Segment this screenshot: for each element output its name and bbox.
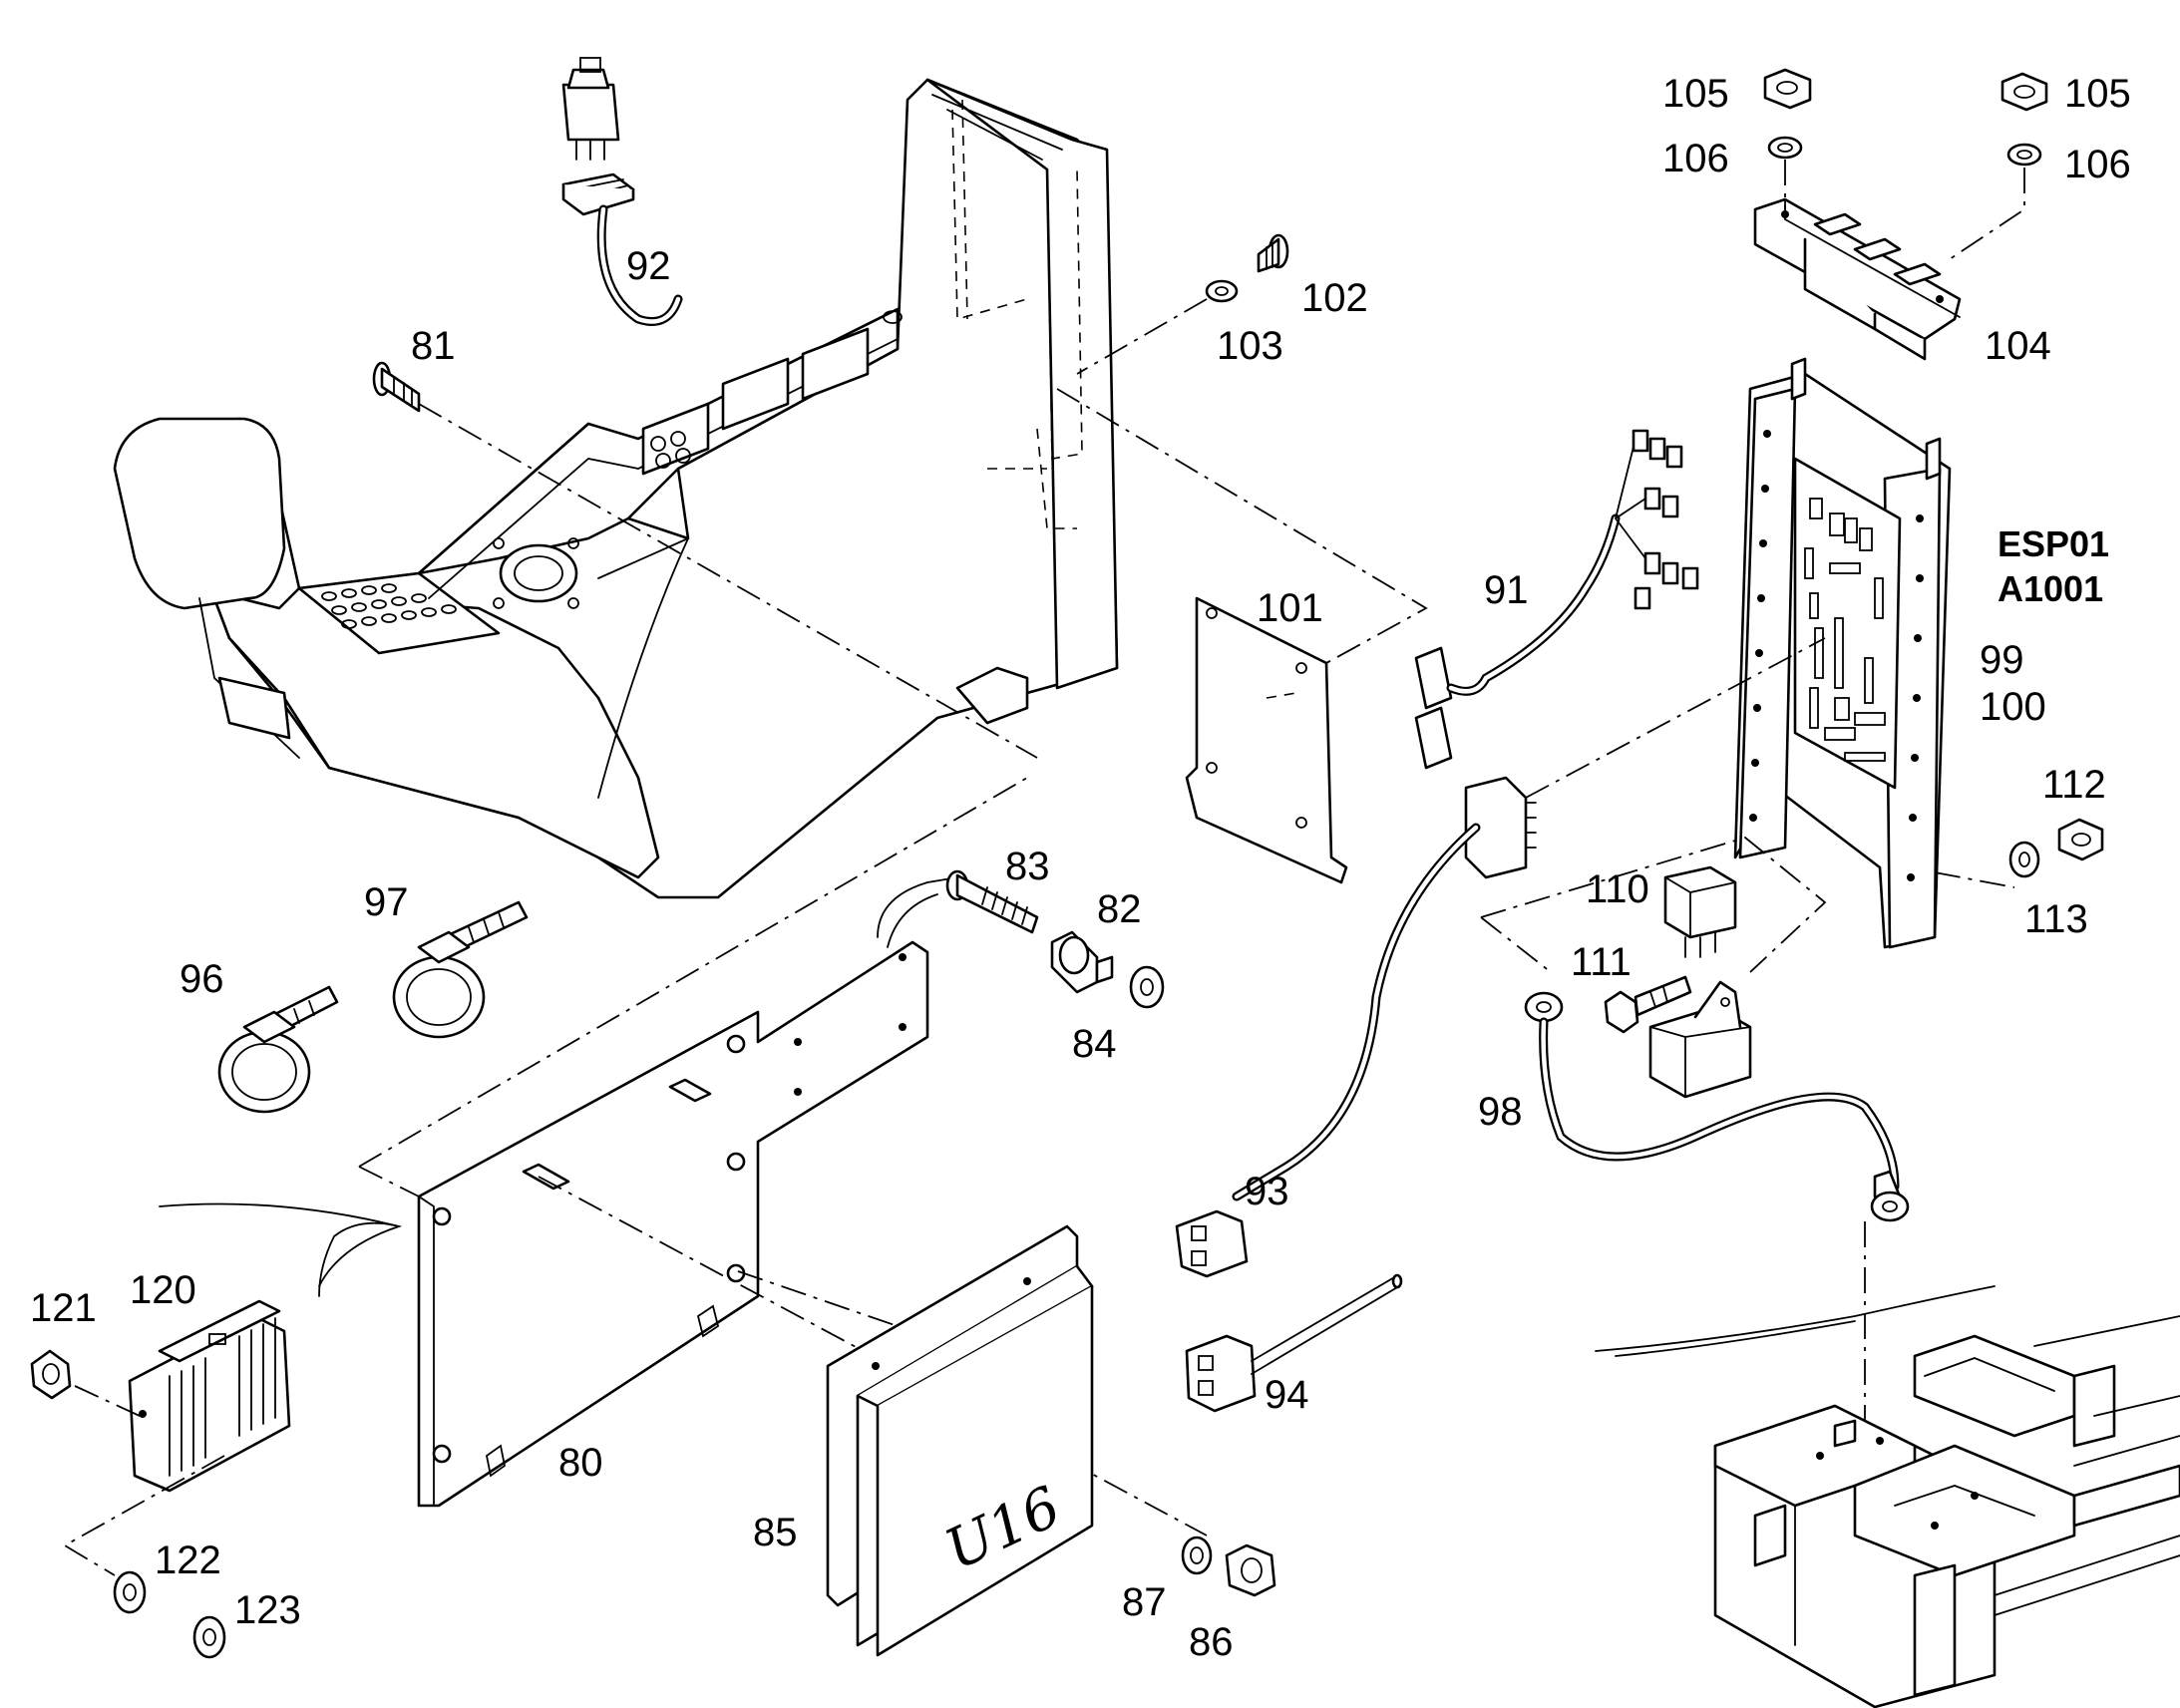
- callout-98: 98: [1478, 1090, 1523, 1134]
- callout-106-right: 106: [2064, 143, 2131, 186]
- axis-110b: [1480, 837, 1827, 973]
- axis-81: [418, 403, 1038, 759]
- washer-84: [1129, 965, 1165, 1009]
- bracket-101: [1185, 596, 1348, 884]
- bolt-111: [1604, 975, 1692, 1034]
- nut-105-left: [1763, 68, 1812, 110]
- washer-123: [192, 1615, 226, 1659]
- callout-110: 110: [1586, 867, 1649, 911]
- callout-87: 87: [1122, 1580, 1167, 1624]
- axis-85b: [737, 1270, 899, 1327]
- callout-99: 99: [1980, 638, 2024, 682]
- axis-113: [1934, 871, 2015, 888]
- callout-106-left: 106: [1662, 137, 1729, 180]
- callout-103: 103: [1217, 324, 1283, 368]
- relay-holder: [1648, 980, 1752, 1099]
- callout-83: 83: [1005, 845, 1050, 888]
- wire-trace: [159, 1202, 403, 1287]
- callout-101: 101: [1257, 586, 1323, 630]
- callout-86: 86: [1189, 1620, 1234, 1664]
- cable-tie-96: [217, 985, 339, 1114]
- unit-designation-line2: A1001: [1998, 568, 2103, 609]
- relay-110: [1663, 865, 1737, 958]
- washer-106-right: [2006, 143, 2042, 167]
- ground-cable-98: [1524, 991, 1910, 1222]
- callout-93: 93: [1245, 1170, 1289, 1213]
- callout-100: 100: [1980, 685, 2046, 729]
- washer-122: [113, 1570, 147, 1614]
- callout-85: 85: [753, 1511, 798, 1554]
- cable-tie-97: [392, 900, 529, 1039]
- cable-sleeve: [877, 876, 958, 948]
- axis-80b: [358, 1166, 420, 1197]
- bolt-83: [945, 869, 1039, 934]
- axis-80: [358, 777, 1028, 1168]
- callout-113: 113: [2024, 897, 2088, 941]
- callout-120: 120: [130, 1268, 196, 1312]
- cable-plug-93: [1175, 776, 1537, 1278]
- axis-101: [1056, 388, 1428, 664]
- cabinet-side-holes: [1749, 430, 1924, 881]
- electronic-unit-120: [128, 1299, 291, 1493]
- axis-110: [1480, 916, 1552, 973]
- callout-94: 94: [1265, 1373, 1309, 1417]
- screw-102: [1257, 233, 1289, 273]
- washer-87: [1181, 1536, 1213, 1575]
- relay-socket-assembly-92: [561, 57, 683, 326]
- washer-106-left: [1767, 136, 1803, 160]
- nut-105-right: [2000, 72, 2048, 112]
- axis-104-right: [1949, 168, 2025, 260]
- callout-111: 111: [1571, 940, 1632, 984]
- wire-harness-91: [1414, 429, 1699, 770]
- callout-84: 84: [1072, 1022, 1117, 1066]
- callout-112: 112: [2042, 763, 2106, 807]
- wire-trace-2: [318, 1221, 400, 1297]
- nut-86: [1225, 1543, 1276, 1597]
- callout-92: 92: [626, 244, 671, 288]
- nut-112: [2057, 818, 2104, 861]
- axis-harness-93: [1525, 637, 1826, 799]
- axis-122: [63, 1455, 225, 1576]
- machine-frame: [1595, 1285, 2180, 1708]
- washer-103: [1205, 279, 1239, 303]
- axis-121: [74, 1385, 141, 1417]
- control-module-85: [826, 1224, 1094, 1657]
- spacer-82: [1050, 930, 1114, 994]
- callout-82: 82: [1097, 887, 1142, 931]
- callout-123: 123: [234, 1588, 301, 1632]
- callout-121: 121: [30, 1286, 97, 1330]
- console-housing: [113, 78, 1119, 899]
- callout-96: 96: [180, 957, 224, 1001]
- callout-122: 122: [155, 1538, 221, 1582]
- callout-104: 104: [1985, 324, 2051, 368]
- switch-panel-104: [1753, 197, 1962, 361]
- axis-102: [1076, 298, 1208, 375]
- mounting-plate-80: [417, 940, 929, 1508]
- callout-102: 102: [1301, 276, 1368, 320]
- washer-113: [2008, 841, 2040, 878]
- callout-97: 97: [364, 880, 409, 924]
- callout-91: 91: [1484, 568, 1529, 612]
- callout-105-right: 105: [2064, 72, 2131, 116]
- control-cabinet-99-100: [1733, 357, 1952, 949]
- nut-121: [30, 1349, 72, 1400]
- callout-81: 81: [411, 324, 456, 368]
- callout-80: 80: [558, 1441, 603, 1485]
- unit-designation-line1: ESP01: [1998, 523, 2109, 564]
- callout-105-left: 105: [1662, 72, 1729, 116]
- armrest-perforation: [321, 583, 457, 629]
- plate-nuts: [432, 1034, 746, 1464]
- screw-81: [372, 361, 421, 413]
- plug-94: [1185, 1273, 1403, 1413]
